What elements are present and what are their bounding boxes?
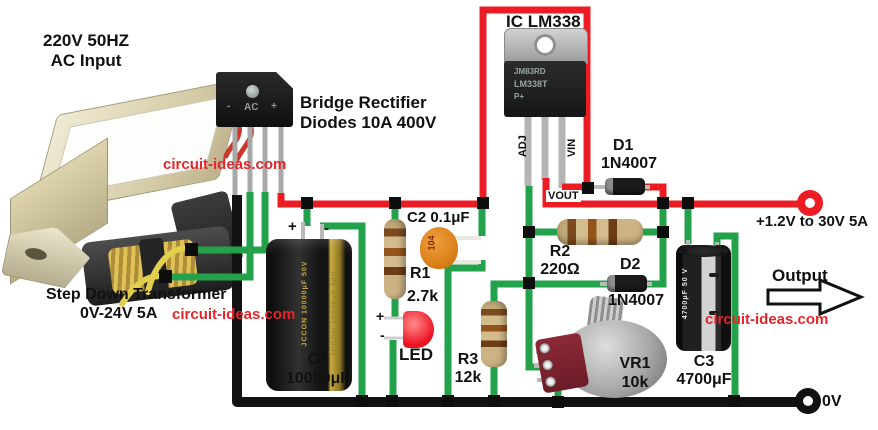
c3-minus-sign: - xyxy=(720,244,725,261)
wire-c2-gnd xyxy=(444,260,486,398)
transformer-label-line1: Step Down Transformer xyxy=(46,286,227,303)
c1-print-2: JCCON 10000μF 50V xyxy=(331,270,339,357)
ic-pins xyxy=(524,117,566,188)
vr1-ref: VR1 xyxy=(619,355,651,372)
led-label: LED xyxy=(399,345,433,364)
wire-d1-to-out xyxy=(644,183,667,200)
watermark-1: circuit-ideas.com xyxy=(163,156,287,173)
r1-ref: R1 xyxy=(410,265,431,282)
d1-ref: D1 xyxy=(613,137,634,154)
bridge-minus-mark: - xyxy=(227,101,231,112)
wire-adj-r3-d2 xyxy=(490,280,607,306)
wire-d2-up xyxy=(647,207,667,288)
capacitor-c1 xyxy=(266,239,352,391)
led xyxy=(403,311,434,348)
red-wires xyxy=(277,6,808,208)
bridge-indicator-dot xyxy=(246,85,259,98)
resistor-r3 xyxy=(481,301,507,367)
led-minus-sign: - xyxy=(380,327,385,343)
bridge-pins xyxy=(232,125,284,195)
diode-d1 xyxy=(605,178,645,195)
r1-value: 2.7k xyxy=(407,288,439,305)
resistor-r1 xyxy=(384,219,406,299)
vr1-pin-eyelet-1 xyxy=(538,341,552,355)
diode-d2 xyxy=(607,275,647,292)
wire-c3-minus xyxy=(713,232,739,398)
c3-value: 4700μF xyxy=(676,371,732,388)
output-label: Output xyxy=(772,266,828,285)
r3-value: 12k xyxy=(454,369,482,386)
watermark-2: circuit-ideas.com xyxy=(172,306,296,323)
led-plus-sign: + xyxy=(376,308,385,324)
wire-c1-minus xyxy=(320,222,366,398)
transformer-label-line2: 0V-24V 5A xyxy=(80,305,158,322)
output-voltage-label: +1.2V to 30V 5A xyxy=(756,213,869,230)
ground-terminal-hole xyxy=(803,396,813,406)
vr1-value: 10k xyxy=(621,374,649,391)
wire-ac1 xyxy=(172,192,254,281)
positive-terminal-hole xyxy=(805,198,815,208)
bridge-label-line2: Diodes 10A 400V xyxy=(300,113,437,132)
watermark-3: circuit-ideas.com xyxy=(705,311,829,328)
ground-label: 0V xyxy=(822,393,842,410)
capacitor-c3 xyxy=(676,245,731,351)
bridge-ac-mark: AC xyxy=(244,102,259,113)
ic-marking-line1: JM83RD xyxy=(514,67,546,76)
ic-pin-label-vin: VIN xyxy=(565,138,578,158)
output-arrow xyxy=(766,277,865,317)
d2-value: 1N4007 xyxy=(608,292,665,309)
vr1-pin-eyelet-3 xyxy=(544,375,557,389)
c1-ref: C1 xyxy=(307,351,329,368)
resistor-r2 xyxy=(557,219,643,245)
r2-ref: R2 xyxy=(549,243,571,260)
transformer-secondary-wire-1 xyxy=(145,245,194,295)
junction-dots xyxy=(159,182,740,408)
ic-marking-line2: LM338T xyxy=(514,79,548,89)
d1-value: 1N4007 xyxy=(601,155,658,172)
wire-vout-line xyxy=(542,178,808,208)
ac-input-label-line2: AC Input xyxy=(50,51,122,70)
c3-ref: C3 xyxy=(693,353,715,370)
r3-ref: R3 xyxy=(457,351,479,368)
ic-pin-label-vout: VOUT xyxy=(546,190,581,203)
ic-heatsink-tab xyxy=(504,28,588,64)
led-leads xyxy=(384,316,404,340)
ic-marking-line3: P+ xyxy=(514,92,525,101)
c1-plus-sign: + xyxy=(288,218,297,235)
wire-vin-riser xyxy=(479,6,591,204)
c3-vent-dash-1 xyxy=(709,273,719,277)
c3-print: 4700μF 50 V xyxy=(682,267,690,320)
c1-value: 10000μF xyxy=(285,370,351,387)
r2-value: 220Ω xyxy=(540,261,580,278)
c1-print: JCCON 10000μF 50V xyxy=(301,260,309,347)
c3-vent-dash-2 xyxy=(709,311,719,315)
ic-pin-label-adj: ADJ xyxy=(516,135,529,158)
capacitor-c2 xyxy=(420,227,458,269)
c2-code: 104 xyxy=(426,235,437,251)
c3-plus-sign: + xyxy=(680,242,689,259)
ic-title: IC LM338 xyxy=(506,12,581,31)
wire-ac2 xyxy=(198,192,269,254)
ac-input-label-line1: 220V 50HZ xyxy=(43,31,129,50)
ic-lm338-body: JM83RD LM338T P+ xyxy=(504,61,586,117)
ic-mount-hole xyxy=(534,34,556,56)
d2-ref: D2 xyxy=(620,256,641,273)
vr1-pin-eyelet-2 xyxy=(541,358,555,372)
bridge-plus-mark: + xyxy=(271,101,277,112)
bridge-rectifier: - AC + xyxy=(216,72,293,127)
wire-ground-bus xyxy=(232,195,806,407)
bridge-label-line1: Bridge Rectifier xyxy=(300,93,427,112)
vr1-bracket xyxy=(534,332,590,394)
c2-label: C2 0.1μF xyxy=(407,209,470,226)
c1-minus-sign: - xyxy=(324,220,329,237)
wire-bridge-plus xyxy=(277,193,487,208)
